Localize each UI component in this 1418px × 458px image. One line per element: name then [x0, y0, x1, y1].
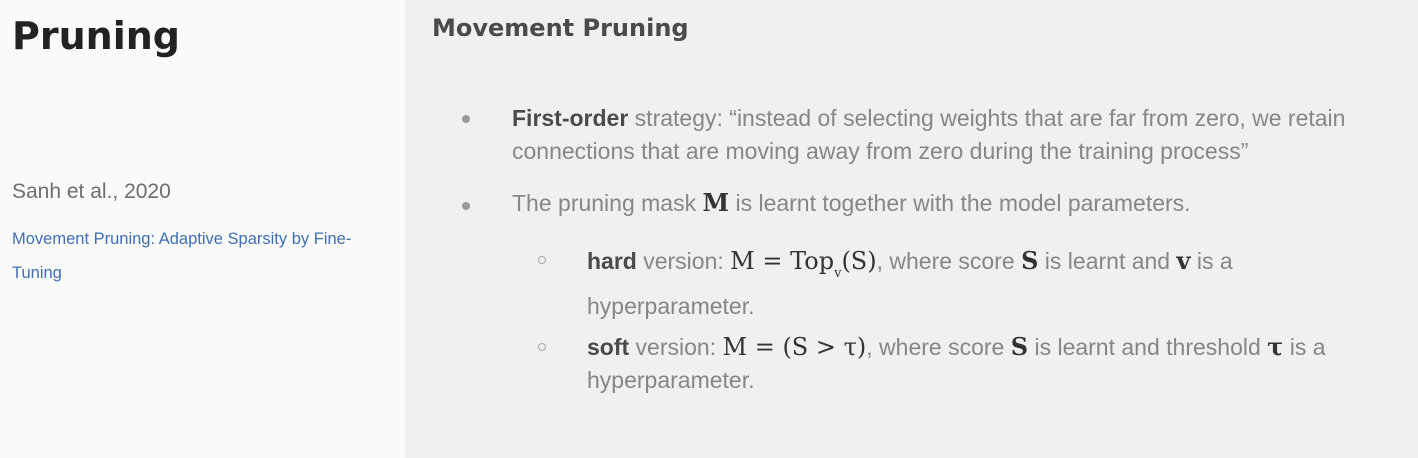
sub-bullet-text: version:	[636, 248, 731, 274]
content-panel: Movement Pruning First-order strategy: “…	[405, 0, 1418, 458]
section-title: Movement Pruning	[432, 14, 689, 42]
bullet-keyword: First-order	[512, 105, 629, 131]
sub-bullet-keyword: hard	[587, 248, 637, 274]
sub-bullet-text: version:	[629, 334, 723, 360]
param-symbol: v	[1176, 246, 1191, 275]
sub-bullet-text: is a hyperparameter.	[587, 334, 1326, 393]
soft-formula: M = (S > τ)	[722, 333, 867, 361]
threshold-symbol: τ	[1267, 332, 1284, 361]
bullet-pruning-mask: The pruning mask M is learnt together wi…	[512, 186, 1412, 220]
sub-bullet-circle	[538, 256, 546, 264]
mask-symbol: M	[702, 188, 730, 217]
bullet-text: is learnt together with the model parame…	[729, 190, 1191, 216]
score-symbol: S	[1010, 332, 1029, 361]
paper-link[interactable]: Movement Pruning: Adaptive Sparsity by F…	[12, 230, 352, 282]
bullet-text: The pruning mask	[512, 190, 703, 216]
citation-text: Sanh et al., 2020	[12, 180, 171, 203]
score-symbol: S	[1021, 246, 1039, 275]
sub-bullet-soft: soft version: M = (S > τ), where score S…	[587, 330, 1387, 397]
bullet-text: strategy: “instead of selecting weights …	[512, 105, 1346, 164]
page-title: Pruning	[12, 14, 180, 58]
bullet-dot	[462, 202, 470, 210]
bullet-dot	[462, 115, 470, 123]
sub-bullet-text: is learnt and threshold	[1028, 334, 1268, 360]
hard-formula: M = Topv(S)	[730, 247, 877, 281]
sub-bullet-text: , where score	[876, 248, 1022, 274]
sub-bullet-circle	[538, 343, 546, 351]
sub-bullet-text: is learnt and	[1038, 248, 1177, 274]
sidebar-panel: Pruning Sanh et al., 2020 Movement Pruni…	[0, 0, 405, 458]
sub-bullet-keyword: soft	[587, 334, 630, 360]
sub-bullet-text: , where score	[866, 334, 1011, 360]
sub-bullet-hard: hard version: M = Topv(S), where score S…	[587, 244, 1287, 323]
sub-bullet-text: is a hyperparameter.	[587, 248, 1233, 319]
bullet-first-order: First-order strategy: “instead of select…	[512, 102, 1407, 168]
